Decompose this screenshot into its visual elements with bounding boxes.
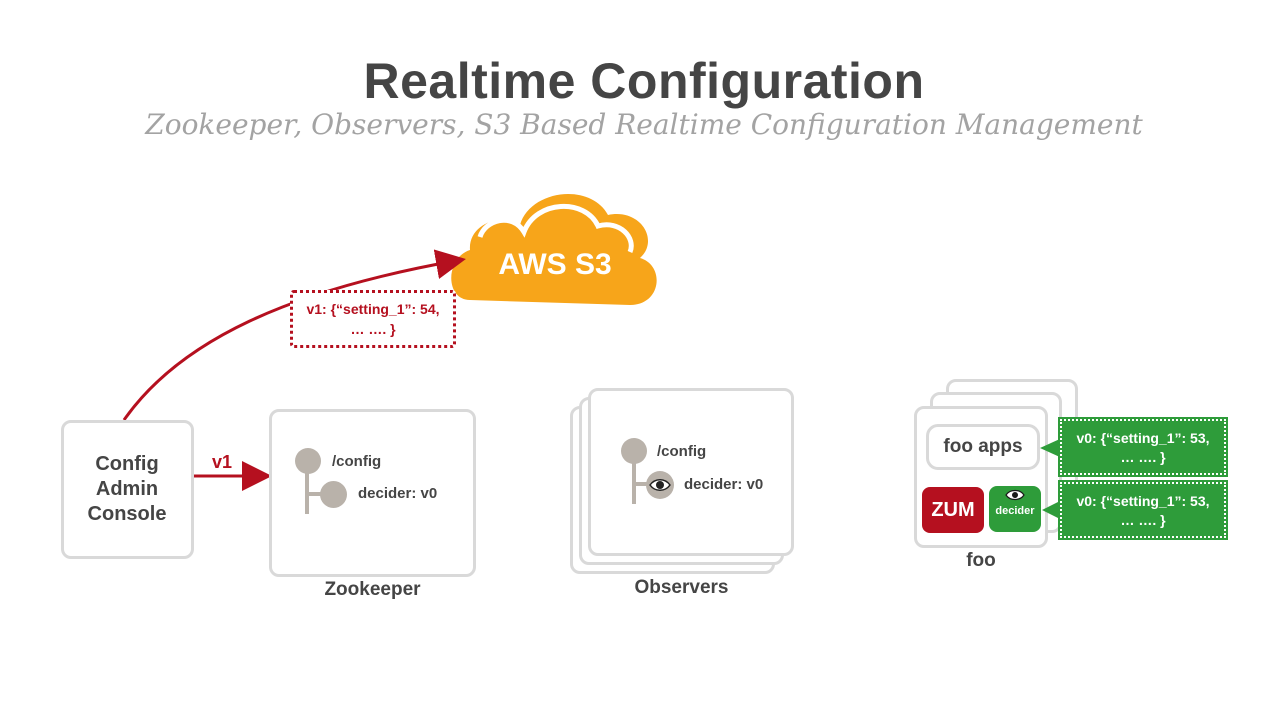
observers-root-label: /config bbox=[657, 443, 707, 460]
zookeeper-child-label: decider: v0 bbox=[358, 485, 438, 502]
page-title: Realtime Configuration bbox=[363, 53, 925, 109]
zookeeper-root-node bbox=[295, 448, 321, 474]
zookeeper-label: Zookeeper bbox=[324, 579, 421, 600]
observers-child-label: decider: v0 bbox=[684, 476, 764, 493]
foo-apps-box: foo apps bbox=[926, 424, 1040, 470]
observers-tree-branch bbox=[632, 482, 650, 486]
page-subtitle: Zookeeper, Observers, S3 Based Realtime … bbox=[145, 108, 1143, 141]
decider-badge: decider bbox=[989, 486, 1041, 532]
foo-apps-note-line-1: v0: {“setting_1”: 53, bbox=[1076, 430, 1210, 446]
console-label-line-1: Config bbox=[95, 453, 159, 475]
foo-apps-config-note: v0: {“setting_1”: 53, … …. } bbox=[1058, 417, 1228, 477]
aws-s3-label: AWS S3 bbox=[498, 248, 612, 281]
decider-badge-label: decider bbox=[995, 505, 1035, 517]
s3-note-line-1: v1: {“setting_1”: 54, bbox=[306, 301, 440, 317]
s3-note-line-2: … …. } bbox=[350, 321, 396, 337]
decider-note-line-1: v0: {“setting_1”: 53, bbox=[1076, 493, 1210, 509]
zookeeper-root-label: /config bbox=[332, 453, 382, 470]
observers-tree-stem bbox=[632, 458, 636, 504]
v1-arrow-label: v1 bbox=[212, 452, 233, 472]
decider-config-note: v0: {“setting_1”: 53, … …. } bbox=[1058, 480, 1228, 540]
config-admin-console-box bbox=[61, 420, 194, 559]
foo-label: foo bbox=[966, 550, 996, 571]
zum-badge: ZUM bbox=[922, 487, 984, 533]
observers-box-front bbox=[588, 388, 794, 556]
observers-root-node bbox=[621, 438, 647, 464]
zookeeper-box bbox=[269, 409, 476, 577]
foo-apps-note-line-2: … …. } bbox=[1120, 449, 1166, 465]
zookeeper-child-node bbox=[320, 481, 347, 508]
console-label-line-3: Console bbox=[87, 503, 167, 525]
zookeeper-tree-stem bbox=[305, 468, 309, 514]
eye-icon bbox=[1005, 489, 1025, 501]
decider-note-line-2: … …. } bbox=[1120, 512, 1166, 528]
config-admin-console-label: Config Admin Console bbox=[62, 452, 192, 527]
cloud-icon bbox=[451, 194, 657, 305]
s3-config-note: v1: {“setting_1”: 54, … …. } bbox=[290, 290, 456, 348]
console-label-line-2: Admin bbox=[95, 478, 159, 500]
observers-label: Observers bbox=[634, 577, 729, 598]
zookeeper-tree-branch bbox=[305, 492, 325, 496]
arrow-console-to-s3 bbox=[122, 249, 466, 421]
eye-icon bbox=[649, 479, 671, 491]
